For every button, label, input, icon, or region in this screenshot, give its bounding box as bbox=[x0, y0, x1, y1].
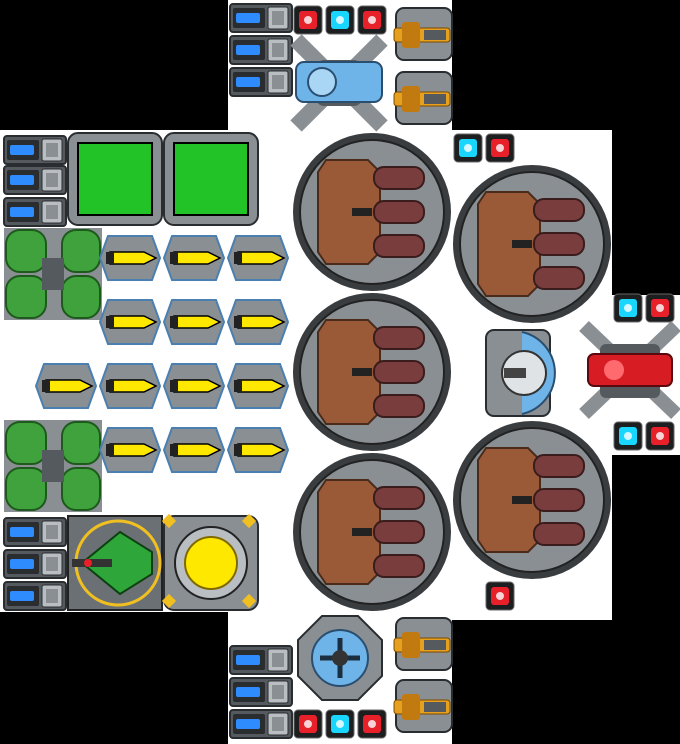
green-screen-panel-icon bbox=[67, 132, 163, 226]
round-missile-bay-icon bbox=[453, 421, 611, 579]
cross-hub-icon bbox=[297, 615, 383, 701]
round-missile-bay-icon bbox=[293, 453, 451, 611]
yellow-bullet-ammo-icon bbox=[226, 363, 290, 409]
red-indicator-icon bbox=[293, 5, 323, 35]
battery-icon bbox=[229, 67, 293, 97]
gold-cannon-icon bbox=[393, 71, 453, 125]
yellow-bullet-ammo-icon bbox=[98, 363, 162, 409]
cyan-indicator-icon bbox=[325, 5, 355, 35]
cyan-indicator-icon bbox=[613, 293, 643, 323]
round-missile-bay-icon bbox=[293, 133, 451, 291]
yellow-bullet-ammo-icon bbox=[226, 299, 290, 345]
gold-cannon-icon bbox=[393, 617, 453, 671]
green-fuel-tank-icon bbox=[4, 420, 102, 512]
yellow-bullet-ammo-icon bbox=[34, 363, 98, 409]
yellow-bullet-ammo-icon bbox=[226, 235, 290, 281]
red-indicator-icon bbox=[357, 5, 387, 35]
round-missile-bay-icon bbox=[293, 293, 451, 451]
battery-icon bbox=[3, 549, 67, 579]
battery-icon bbox=[3, 135, 67, 165]
green-screen-panel-icon bbox=[163, 132, 259, 226]
yellow-bullet-ammo-icon bbox=[226, 427, 290, 473]
yellow-bullet-ammo-icon bbox=[98, 427, 162, 473]
red-turret-icon bbox=[579, 320, 680, 420]
yellow-bullet-ammo-icon bbox=[98, 299, 162, 345]
blue-gatling-turret-icon bbox=[290, 34, 388, 132]
yellow-bullet-ammo-icon bbox=[162, 363, 226, 409]
battery-icon bbox=[3, 165, 67, 195]
battery-icon bbox=[229, 677, 293, 707]
battery-icon bbox=[229, 3, 293, 33]
shield-generator-icon bbox=[485, 329, 556, 417]
gold-cannon-icon bbox=[393, 679, 453, 733]
red-indicator-icon bbox=[645, 421, 675, 451]
cyan-indicator-icon bbox=[613, 421, 643, 451]
battery-icon bbox=[3, 197, 67, 227]
battery-icon bbox=[3, 581, 67, 611]
red-indicator-icon bbox=[357, 709, 387, 739]
red-indicator-icon bbox=[485, 581, 515, 611]
battery-icon bbox=[229, 35, 293, 65]
battery-icon bbox=[229, 709, 293, 739]
yellow-reactor-core-icon bbox=[161, 513, 259, 611]
green-ship-turret-icon bbox=[67, 515, 163, 611]
battery-icon bbox=[3, 517, 67, 547]
battery-icon bbox=[229, 645, 293, 675]
yellow-bullet-ammo-icon bbox=[162, 427, 226, 473]
red-indicator-icon bbox=[485, 133, 515, 163]
cyan-indicator-icon bbox=[453, 133, 483, 163]
green-fuel-tank-icon bbox=[4, 228, 102, 320]
cyan-indicator-icon bbox=[325, 709, 355, 739]
yellow-bullet-ammo-icon bbox=[162, 235, 226, 281]
yellow-bullet-ammo-icon bbox=[98, 235, 162, 281]
red-indicator-icon bbox=[293, 709, 323, 739]
round-missile-bay-icon bbox=[453, 165, 611, 323]
red-indicator-icon bbox=[645, 293, 675, 323]
yellow-bullet-ammo-icon bbox=[162, 299, 226, 345]
gold-cannon-icon bbox=[393, 7, 453, 61]
